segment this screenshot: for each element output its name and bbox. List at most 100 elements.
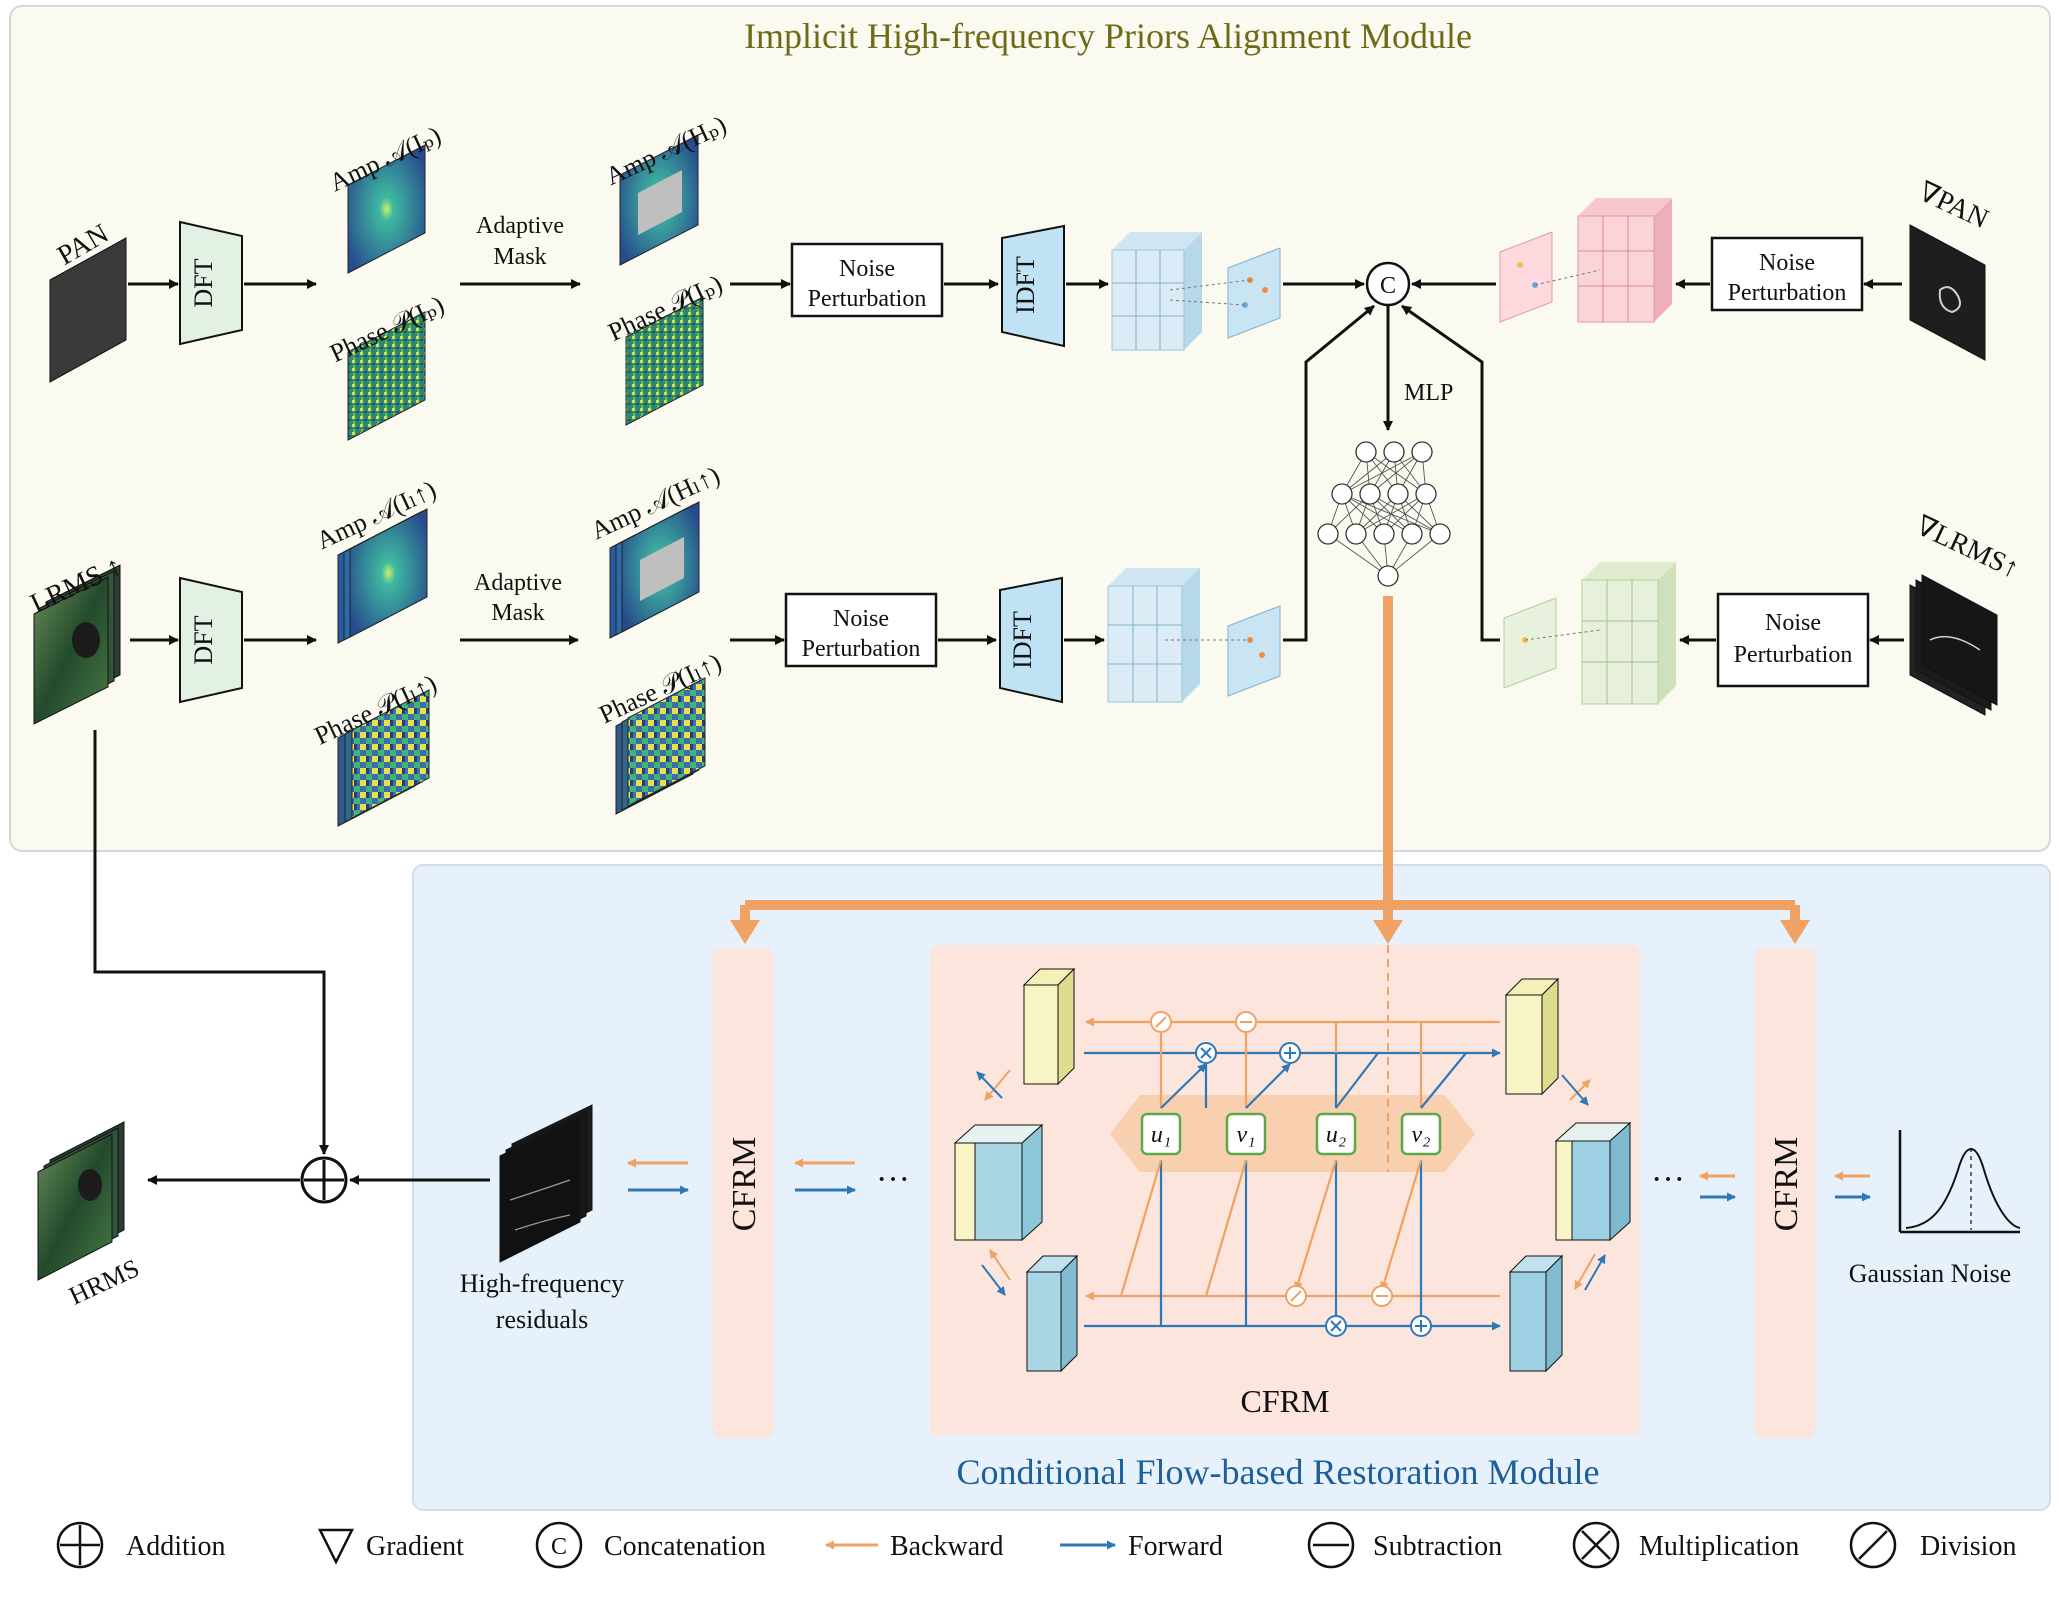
adaptive-mask-label-bottom-2: Mask — [491, 600, 544, 626]
cfrm-hexagon — [1110, 1095, 1475, 1172]
legend-concatenation-label: Concatenation — [604, 1531, 766, 1562]
hf-label-1: High-frequency — [460, 1269, 625, 1298]
cfrm-detail-panel — [930, 945, 1640, 1435]
cfrm-bottom-ops — [1285, 1285, 1432, 1337]
mlp-label: MLP — [1404, 380, 1453, 406]
legend-concatenation-symbol: C — [551, 1534, 567, 1560]
noise-perturbation-bottom-right — [1716, 592, 1870, 688]
concat-symbol: C — [1380, 273, 1396, 299]
cfrm-right-label: CFRM — [1768, 1137, 1805, 1232]
bottom-module-title: Conditional Flow-based Restoration Modul… — [957, 1452, 1600, 1492]
phase-lrms-image — [337, 689, 430, 827]
legend-gradient-icon — [317, 1528, 355, 1565]
node-v2-label: v₂ — [1412, 1122, 1431, 1148]
cond-arrow-mid — [1373, 920, 1403, 944]
phase-pan-image — [347, 311, 426, 441]
hf-residual-image — [499, 1104, 593, 1263]
cond-arrow-right — [1780, 920, 1810, 944]
cfrm-cube-top-right — [1504, 977, 1560, 1096]
cfrm-block-left — [713, 948, 773, 1438]
noise-br-line1: Noise — [1765, 610, 1821, 636]
node-u1 — [1140, 1112, 1182, 1156]
legend-concatenation-icon — [535, 1521, 583, 1569]
noise-perturbation-top-left — [790, 242, 944, 318]
adaptive-mask-label-top-2: Mask — [493, 244, 546, 270]
node-u2-label: u₂ — [1326, 1122, 1346, 1148]
amp-hl-image — [609, 501, 700, 639]
legend-multiplication-icon — [1572, 1521, 1620, 1569]
concat-node — [1365, 261, 1411, 307]
noise-perturbation-top-right — [1710, 236, 1864, 312]
cfrm-cube-mid-right — [1554, 1121, 1632, 1242]
cfrm-top-ops — [1150, 1011, 1301, 1064]
feature-grid-grad-pan — [1499, 198, 1672, 323]
gaussian-label: Gaussian Noise — [1849, 1259, 2011, 1288]
node-u1-label: u₁ — [1151, 1122, 1171, 1148]
idft-block-top — [1001, 224, 1065, 348]
cfrm-left-label: CFRM — [726, 1137, 763, 1232]
cond-arrow-left — [730, 920, 760, 944]
idft-label-top: IDFT — [1011, 256, 1040, 314]
phase-pan-image-2 — [625, 296, 704, 426]
feature-grid-lrms — [1107, 568, 1281, 703]
cfrm-side-arrows — [976, 1069, 1606, 1296]
noise-tr-line2: Perturbation — [1728, 280, 1847, 306]
legend-forward-label: Forward — [1128, 1531, 1223, 1562]
cfrm-cube-bottom-left — [1025, 1254, 1079, 1373]
noise-bl-line2: Perturbation — [802, 636, 921, 662]
chain-arrows-left — [627, 1158, 1871, 1202]
arrow-lrms-skip — [93, 730, 329, 1155]
dft-label-top: DFT — [189, 258, 218, 307]
idft-label-bottom: IDFT — [1008, 611, 1037, 669]
mlp-network — [1317, 441, 1451, 587]
noise-bl-line1: Noise — [833, 606, 889, 632]
amp-hp-image — [619, 134, 699, 266]
grad-lrms-image — [1909, 574, 1998, 716]
hf-label-2: residuals — [496, 1305, 588, 1334]
noise-perturbation-bottom-left — [784, 592, 938, 668]
phase-lrms-image-2 — [615, 677, 706, 815]
idft-block-bottom — [999, 576, 1063, 704]
amp-lrms-image — [337, 508, 428, 644]
dft-block-bottom — [179, 576, 243, 704]
ellipsis-right: ··· — [1651, 1161, 1685, 1198]
ellipsis-left: ··· — [876, 1161, 910, 1198]
cfrm-detail-label: CFRM — [1241, 1383, 1330, 1419]
node-u2 — [1315, 1112, 1357, 1156]
cfrm-cube-bottom-right — [1508, 1254, 1564, 1373]
cfrm-cube-top-left — [1022, 967, 1076, 1086]
adaptive-mask-label-top-1: Adaptive — [476, 213, 564, 239]
pan-image — [49, 237, 127, 383]
legend-multiplication-label: Multiplication — [1639, 1531, 1799, 1562]
legend-addition-icon — [56, 1521, 104, 1569]
node-v1 — [1225, 1112, 1267, 1156]
gaussian-plot — [1898, 1130, 2021, 1234]
legend-gradient-label: Gradient — [366, 1531, 464, 1562]
feature-grid-pan — [1111, 232, 1281, 351]
node-v2 — [1400, 1112, 1442, 1156]
grad-pan-image — [1909, 224, 1986, 361]
legend-division-icon — [1849, 1521, 1897, 1569]
arrow-greengrid-concat — [1401, 304, 1500, 642]
adaptive-mask-label-bottom-1: Adaptive — [474, 570, 562, 596]
node-v1-label: v₁ — [1237, 1122, 1256, 1148]
noise-tl-line1: Noise — [839, 256, 895, 282]
legend-addition-label: Addition — [126, 1531, 226, 1562]
legend-division-label: Division — [1920, 1531, 2016, 1562]
noise-tr-line1: Noise — [1759, 250, 1815, 276]
feature-grid-grad-lrms — [1503, 562, 1676, 705]
legend-subtraction-label: Subtraction — [1373, 1531, 1502, 1562]
legend: Addition Gradient C Concatenation Backwa… — [56, 1521, 2016, 1569]
legend-backward-label: Backward — [890, 1531, 1004, 1562]
lrms-image — [33, 564, 121, 725]
top-module-title: Implicit High-frequency Priors Alignment… — [744, 16, 1472, 56]
hrms-label: HRMS — [65, 1253, 144, 1310]
arrow-lrmsfeat-concat — [1283, 304, 1375, 642]
hrms-image — [37, 1121, 125, 1281]
noise-tl-line2: Perturbation — [808, 286, 927, 312]
cfrm-block-right — [1755, 948, 1815, 1438]
amp-pan-image — [347, 144, 426, 274]
addition-node — [300, 1156, 348, 1204]
legend-subtraction-icon — [1307, 1521, 1355, 1569]
